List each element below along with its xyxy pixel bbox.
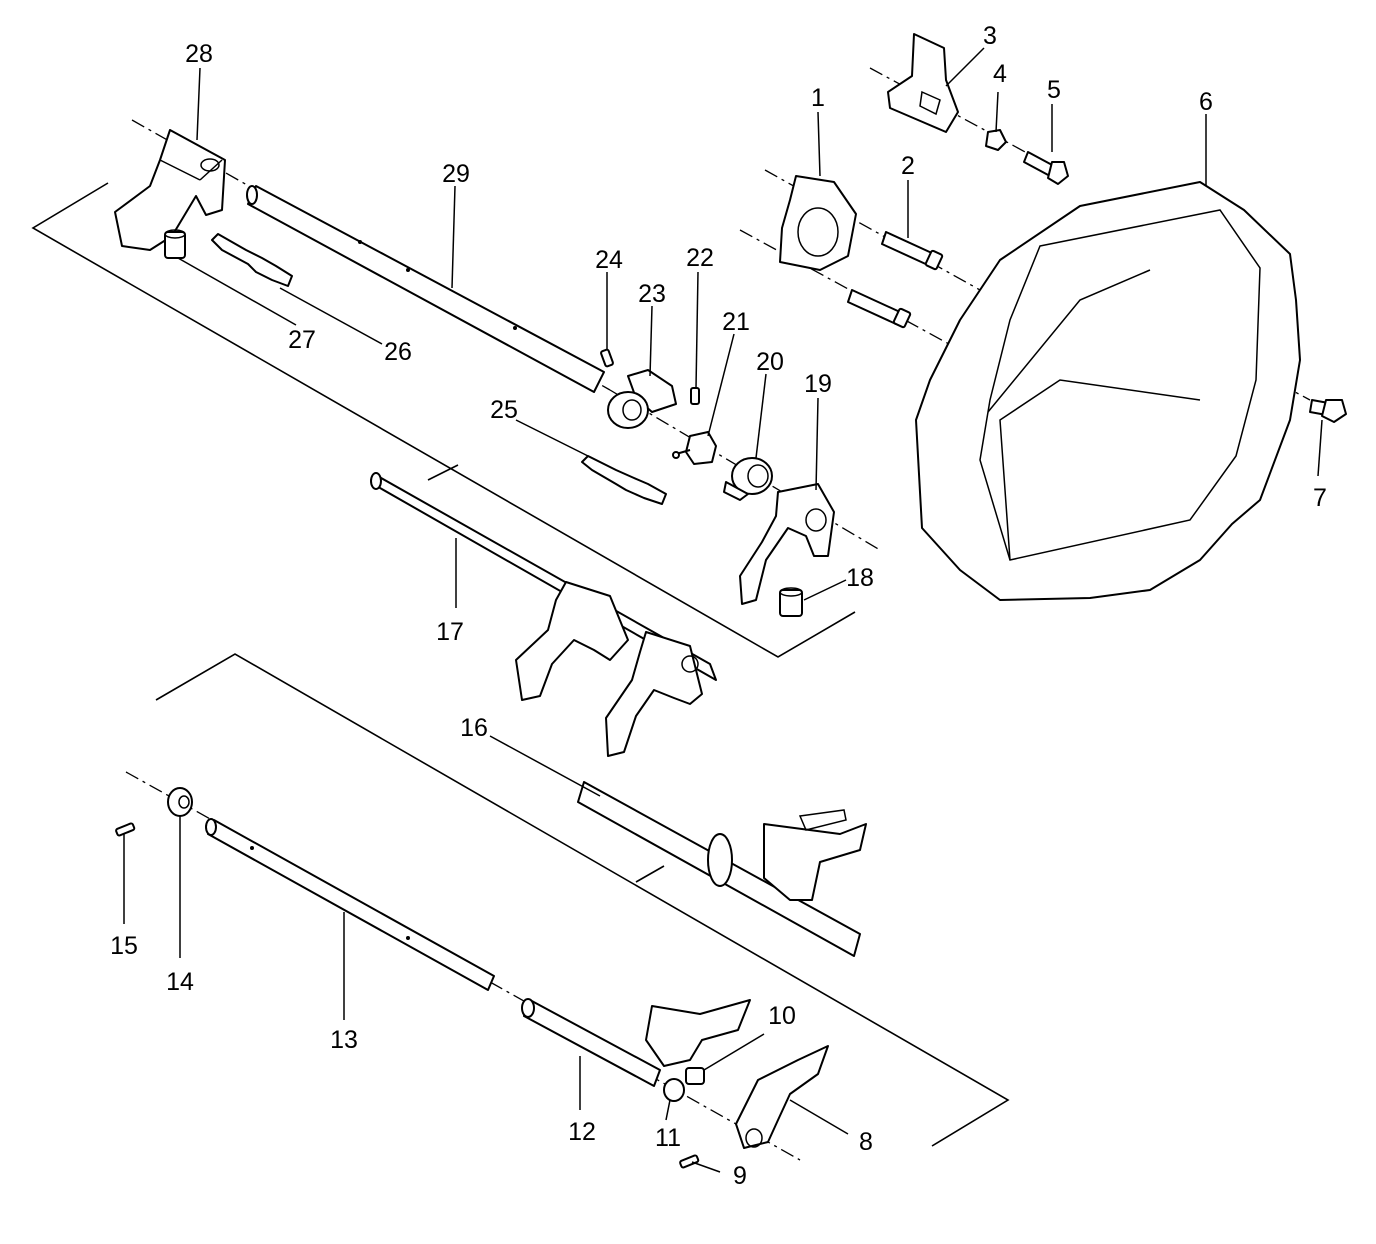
bolt-2-upper: [881, 231, 944, 271]
bracket-1: [779, 175, 857, 271]
callout-8: 8: [859, 1128, 873, 1156]
callout-28: 28: [185, 40, 213, 68]
callout-13: 13: [330, 1026, 358, 1054]
clutch-housing-6: [915, 181, 1301, 601]
callout-19: 19: [804, 370, 832, 398]
callout-4: 4: [993, 60, 1007, 88]
callout-17: 17: [436, 618, 464, 646]
interlock-plate-26: [211, 233, 293, 287]
callout-10: 10: [768, 1002, 796, 1030]
shift-block-23: [607, 369, 677, 429]
leader-lines: [123, 47, 1323, 1173]
callout-20: 20: [756, 348, 784, 376]
shift-fork-8: [735, 1045, 829, 1149]
callout-11: 11: [655, 1124, 681, 1152]
shaft-13: [205, 818, 495, 991]
callouts: 28 29 27 26 24 23 22 21 20 19 25 18 17 1…: [110, 22, 1327, 1190]
callout-26: 26: [384, 338, 412, 366]
pin-9: [679, 1154, 700, 1169]
bushing-14: [167, 787, 193, 817]
callout-16: 16: [460, 714, 488, 742]
lever-bracket-3: [887, 33, 959, 133]
interlock-plate-25: [581, 455, 667, 505]
shift-rail-29: [246, 185, 605, 393]
callout-3: 3: [983, 22, 997, 50]
callout-24: 24: [595, 246, 623, 274]
callout-12: 12: [568, 1118, 596, 1146]
callout-23: 23: [638, 280, 666, 308]
bolt-2-lower: [847, 289, 912, 329]
pin-15: [115, 822, 136, 837]
callout-18: 18: [846, 564, 874, 592]
callout-21: 21: [722, 308, 750, 336]
detent-assembly-21: [672, 431, 717, 465]
callout-27: 27: [288, 326, 316, 354]
bushing-20: [723, 457, 773, 501]
callout-14: 14: [166, 968, 194, 996]
callout-22: 22: [686, 244, 714, 272]
callout-29: 29: [442, 160, 470, 188]
interlock-pin-18: [779, 587, 803, 617]
callout-15: 15: [110, 932, 138, 960]
pin-10: [685, 1067, 705, 1085]
shift-fork-28: [114, 129, 226, 251]
shift-lever-12: [521, 998, 751, 1087]
spring-pin-24: [600, 348, 614, 368]
callout-5: 5: [1047, 76, 1061, 104]
bushing-11: [663, 1078, 685, 1102]
shift-rail-assembly-17: [370, 472, 717, 757]
callout-6: 6: [1199, 88, 1213, 116]
upper-assembly-frame: [31, 182, 856, 658]
lower-assembly-frame: [155, 653, 1010, 1147]
shift-fork-19: [739, 483, 835, 605]
detent-pin-22: [690, 387, 700, 405]
callout-9: 9: [733, 1162, 747, 1190]
selector-shaft-16: [577, 781, 867, 957]
callout-1: 1: [811, 84, 825, 112]
callout-2: 2: [901, 152, 915, 180]
interlock-pin-27: [164, 229, 186, 259]
bolt-5: [1023, 151, 1069, 185]
callout-25: 25: [490, 396, 518, 424]
nut-4: [985, 129, 1007, 151]
bolt-7: [1309, 399, 1347, 423]
callout-7: 7: [1313, 484, 1327, 512]
